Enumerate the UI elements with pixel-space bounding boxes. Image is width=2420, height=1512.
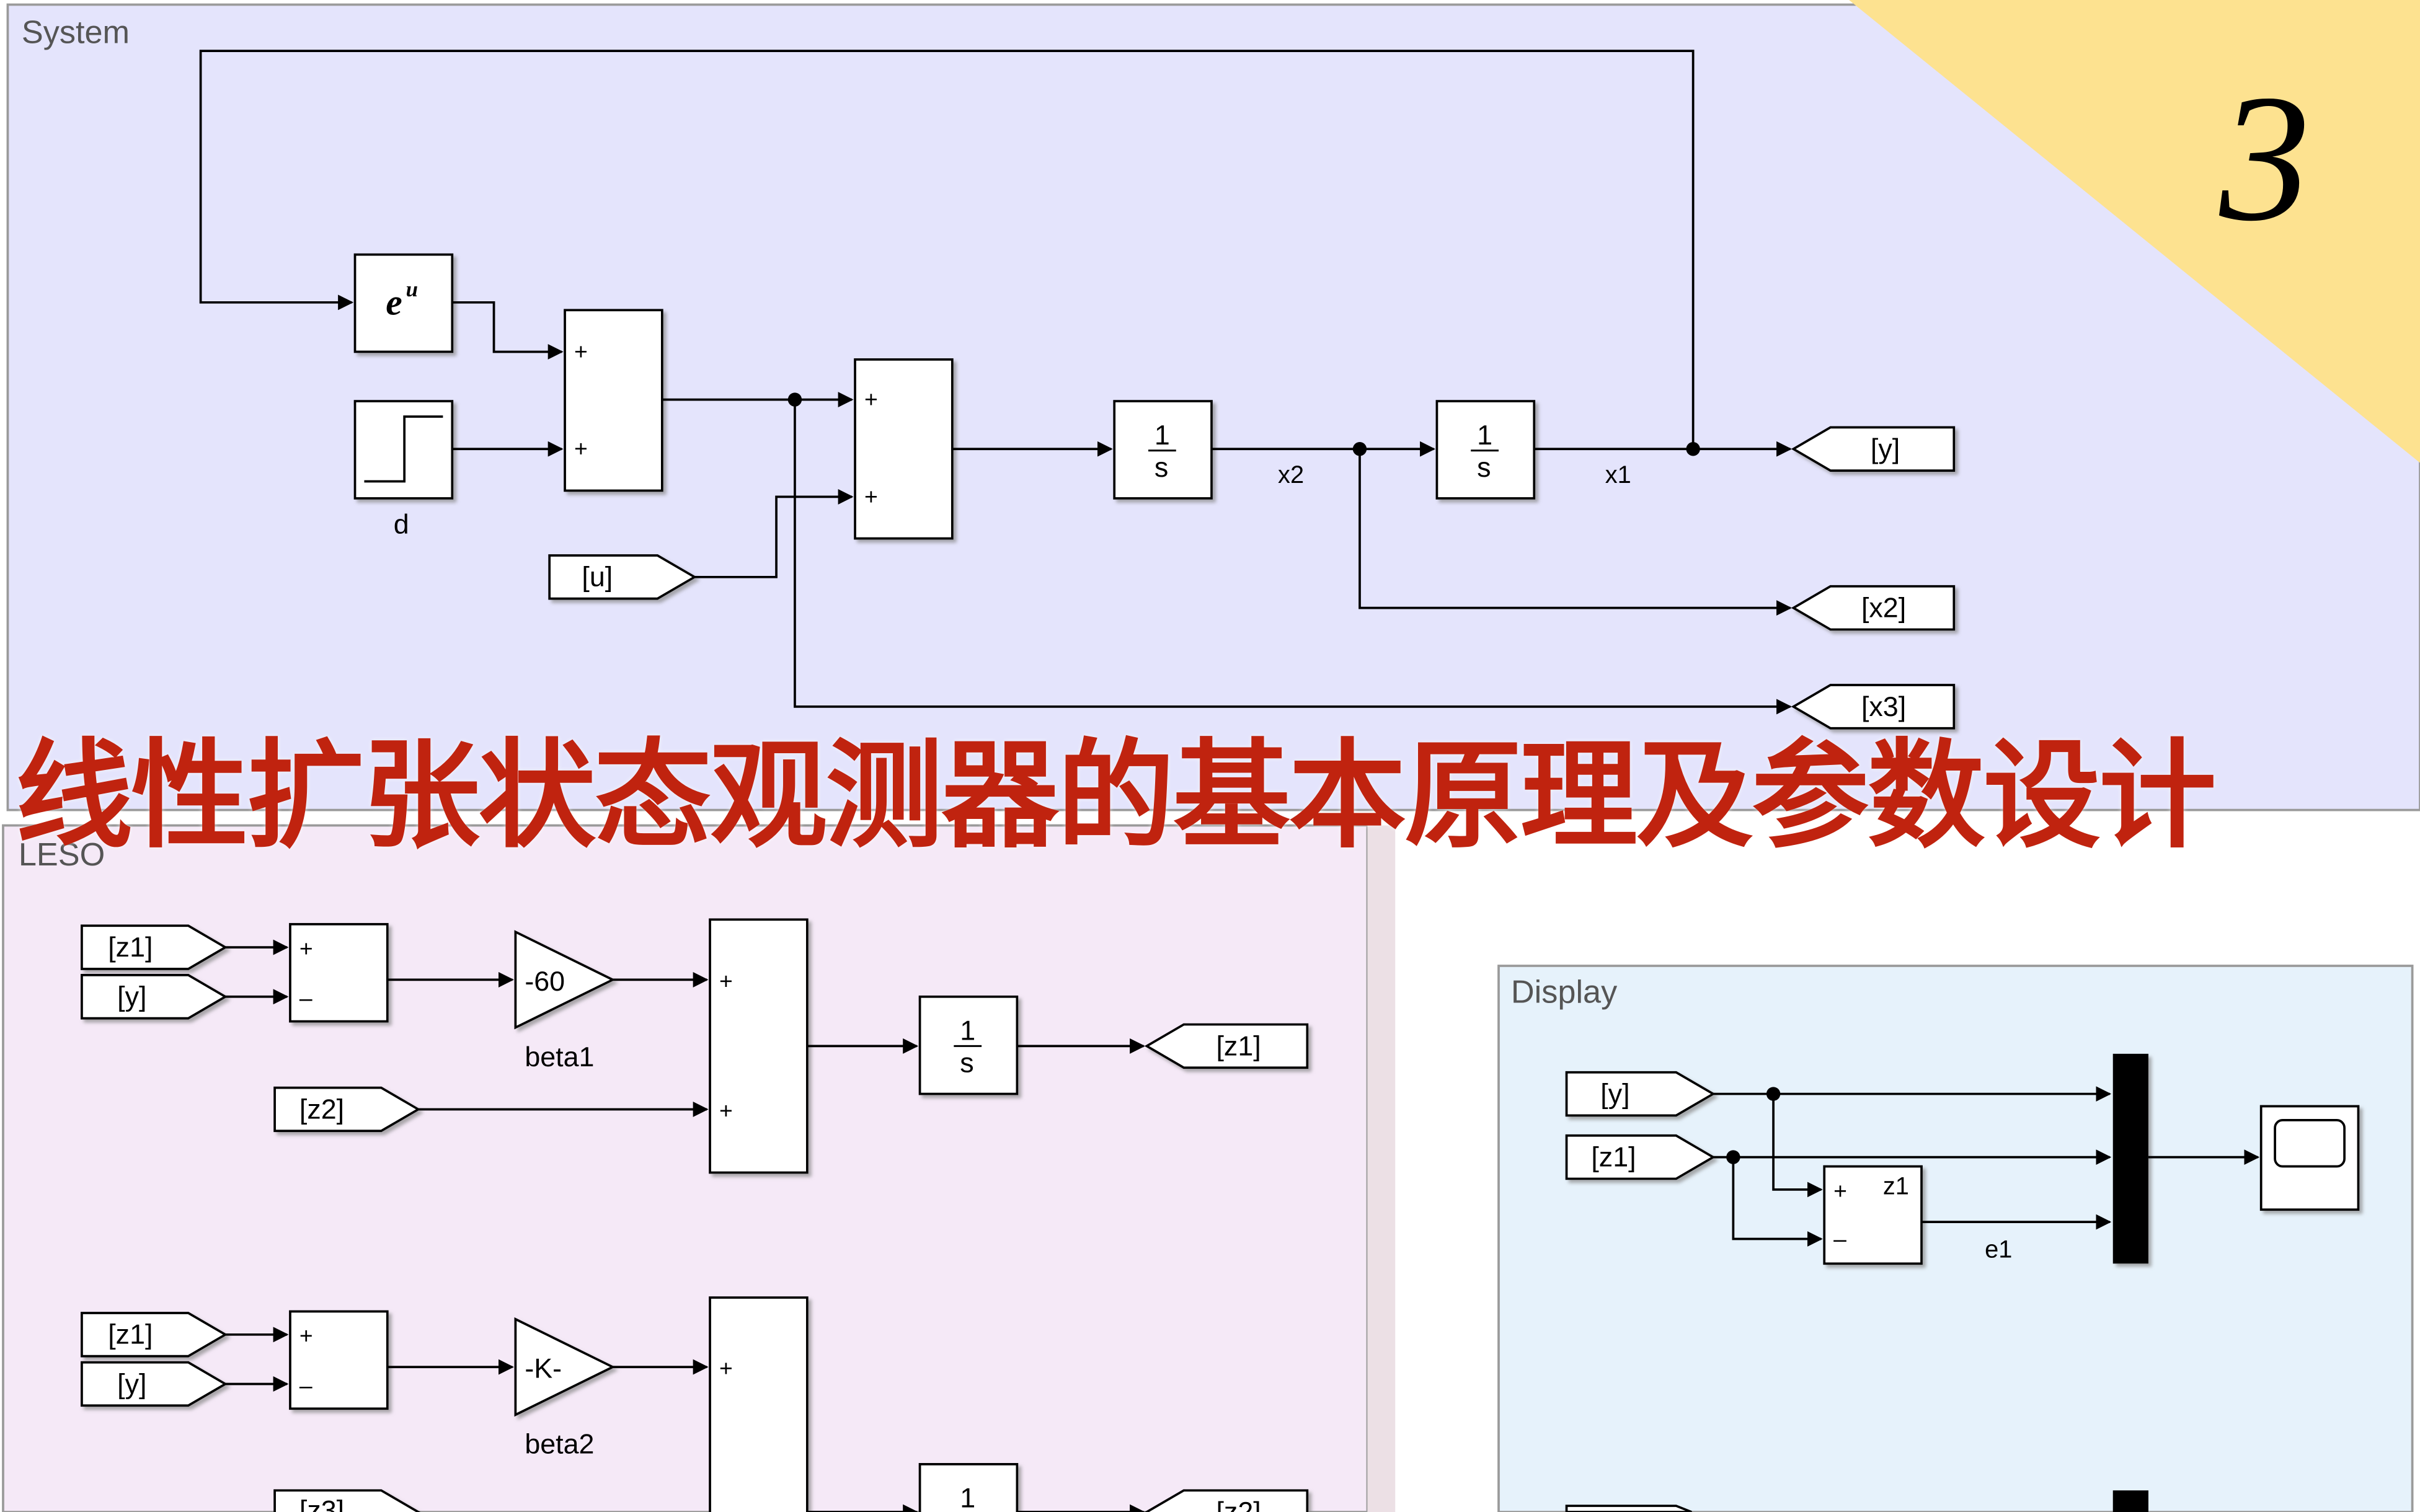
sum-block-1[interactable]: + + [564,309,663,492]
branch-point [1686,442,1700,456]
exp-label: e [386,282,402,323]
leso-integrator-1[interactable]: 1 s [918,995,1019,1095]
signal-e1: e1 [1985,1236,2012,1263]
display-sum-name: z1 [1883,1172,1909,1200]
goto-y-label: [y] [1871,433,1900,464]
wire[interactable] [1732,1157,1823,1247]
display-sum[interactable]: + – [1823,1165,1923,1265]
overlay-title: 线性扩张状态观测器的基本原理及参数设计 [15,727,2217,864]
signal-x2: x2 [1278,461,1304,489]
system-panel-title: System [22,15,130,51]
display-from-z1-tag[interactable]: [z1] [1565,1134,1716,1180]
gain-beta1[interactable]: -60 [514,930,616,1030]
plus-sign: + [574,338,588,365]
goto-x3-label: [x3] [1861,691,1906,722]
exp-sup: u [406,277,418,301]
from-z1-tag[interactable]: [z1] [81,1312,228,1358]
badge-number: 3 [2217,56,2310,259]
leso-sum-2[interactable]: + + [709,918,809,1174]
leso-sum-3[interactable]: + – [289,1310,389,1410]
display-panel-title: Display [1511,975,1618,1010]
wire[interactable] [1772,1094,1823,1198]
wire[interactable] [1358,449,1792,616]
sum-block-2[interactable]: + + [854,358,954,540]
minus-sign: – [1833,1226,1846,1252]
minus-sign: – [299,1372,312,1398]
goto-x2-tag[interactable]: [x2] [1791,585,1956,631]
wire[interactable] [694,489,854,578]
exp-block[interactable]: e u [353,253,454,353]
plus-sign: + [719,968,733,994]
mux-block-2[interactable] [2112,1490,2148,1512]
from-u-label: [u] [582,562,613,593]
mux-block[interactable] [2112,1053,2148,1264]
gain1-name: beta1 [525,1041,594,1072]
goto-x2-label: [x2] [1861,593,1906,624]
from-u-tag[interactable]: [u] [548,554,697,600]
plus-sign: + [719,1097,733,1123]
integrator-num: 1 [1155,420,1170,451]
display-from-y-tag[interactable]: [y] [1565,1071,1716,1117]
feedback-line[interactable] [199,50,1695,449]
goto-z1-label: [z1] [1216,1030,1261,1061]
integrator-num: 1 [1477,420,1492,451]
scope-block[interactable] [2259,1105,2360,1211]
from-z2-label: [z2] [299,1094,344,1125]
display-from-z1-label: [z1] [1591,1142,1636,1173]
integrator-num: 1 [960,1015,975,1046]
goto-z2-label: [z2] [1216,1497,1261,1512]
leso-scrollbar[interactable] [1367,825,1396,1512]
integrator-den: s [1477,452,1491,483]
minus-sign: – [299,985,312,1011]
plus-sign: + [299,1323,313,1349]
leso-sum-4[interactable]: + [709,1296,809,1512]
gain1-value: -60 [525,966,565,997]
from-z1-label: [z1] [108,1319,153,1350]
leso-integrator-2[interactable]: 1 [918,1463,1019,1512]
signal-x1: x1 [1605,461,1631,489]
from-y-tag[interactable]: [y] [81,1361,228,1407]
integrator-den: s [960,1048,973,1079]
step-label: d [394,509,409,540]
from-y-tag[interactable]: [y] [81,974,228,1020]
integrator-block-1[interactable]: 1 s [1113,400,1213,500]
goto-x3-tag[interactable]: [x3] [1791,684,1956,730]
gain2-value: -K- [525,1353,562,1384]
gain2-name: beta2 [525,1428,594,1459]
goto-z1-tag[interactable]: [z1] [1144,1023,1309,1069]
leso-panel [2,824,1369,1512]
wire[interactable] [794,399,1792,715]
plus-sign: + [574,436,588,462]
gain-beta2[interactable]: -K- [514,1317,616,1417]
integrator-block-2[interactable]: 1 s [1435,400,1536,500]
from-z1-tag[interactable]: [z1] [81,924,228,970]
display-from-y-label: [y] [1600,1078,1629,1109]
from-y-label: [y] [117,1368,146,1399]
integrator-den: s [1155,452,1168,483]
leso-panel-title: LESO [19,837,105,873]
goto-z2-tag[interactable]: [z2] [1144,1489,1309,1512]
step-block[interactable] [353,400,454,500]
from-z1-label: [z1] [108,932,153,963]
wire[interactable] [452,301,564,360]
from-z3-label: [z3] [299,1495,344,1512]
display-from-tag-2[interactable] [1565,1505,1692,1512]
integrator-num: 1 [960,1483,975,1512]
badge-triangle [1849,0,2420,463]
plus-sign: + [719,1355,733,1381]
goto-y-tag[interactable]: [y] [1791,426,1956,472]
from-y-label: [y] [117,981,146,1012]
from-z2-tag[interactable]: [z2] [273,1086,421,1133]
display-panel [1497,965,2414,1512]
plus-sign: + [299,935,313,962]
plus-sign: + [1833,1178,1847,1204]
from-z3-tag[interactable]: [z3] [273,1489,421,1512]
leso-sum-1[interactable]: + – [289,922,389,1023]
plus-sign: + [864,484,878,510]
plus-sign: + [864,386,878,412]
